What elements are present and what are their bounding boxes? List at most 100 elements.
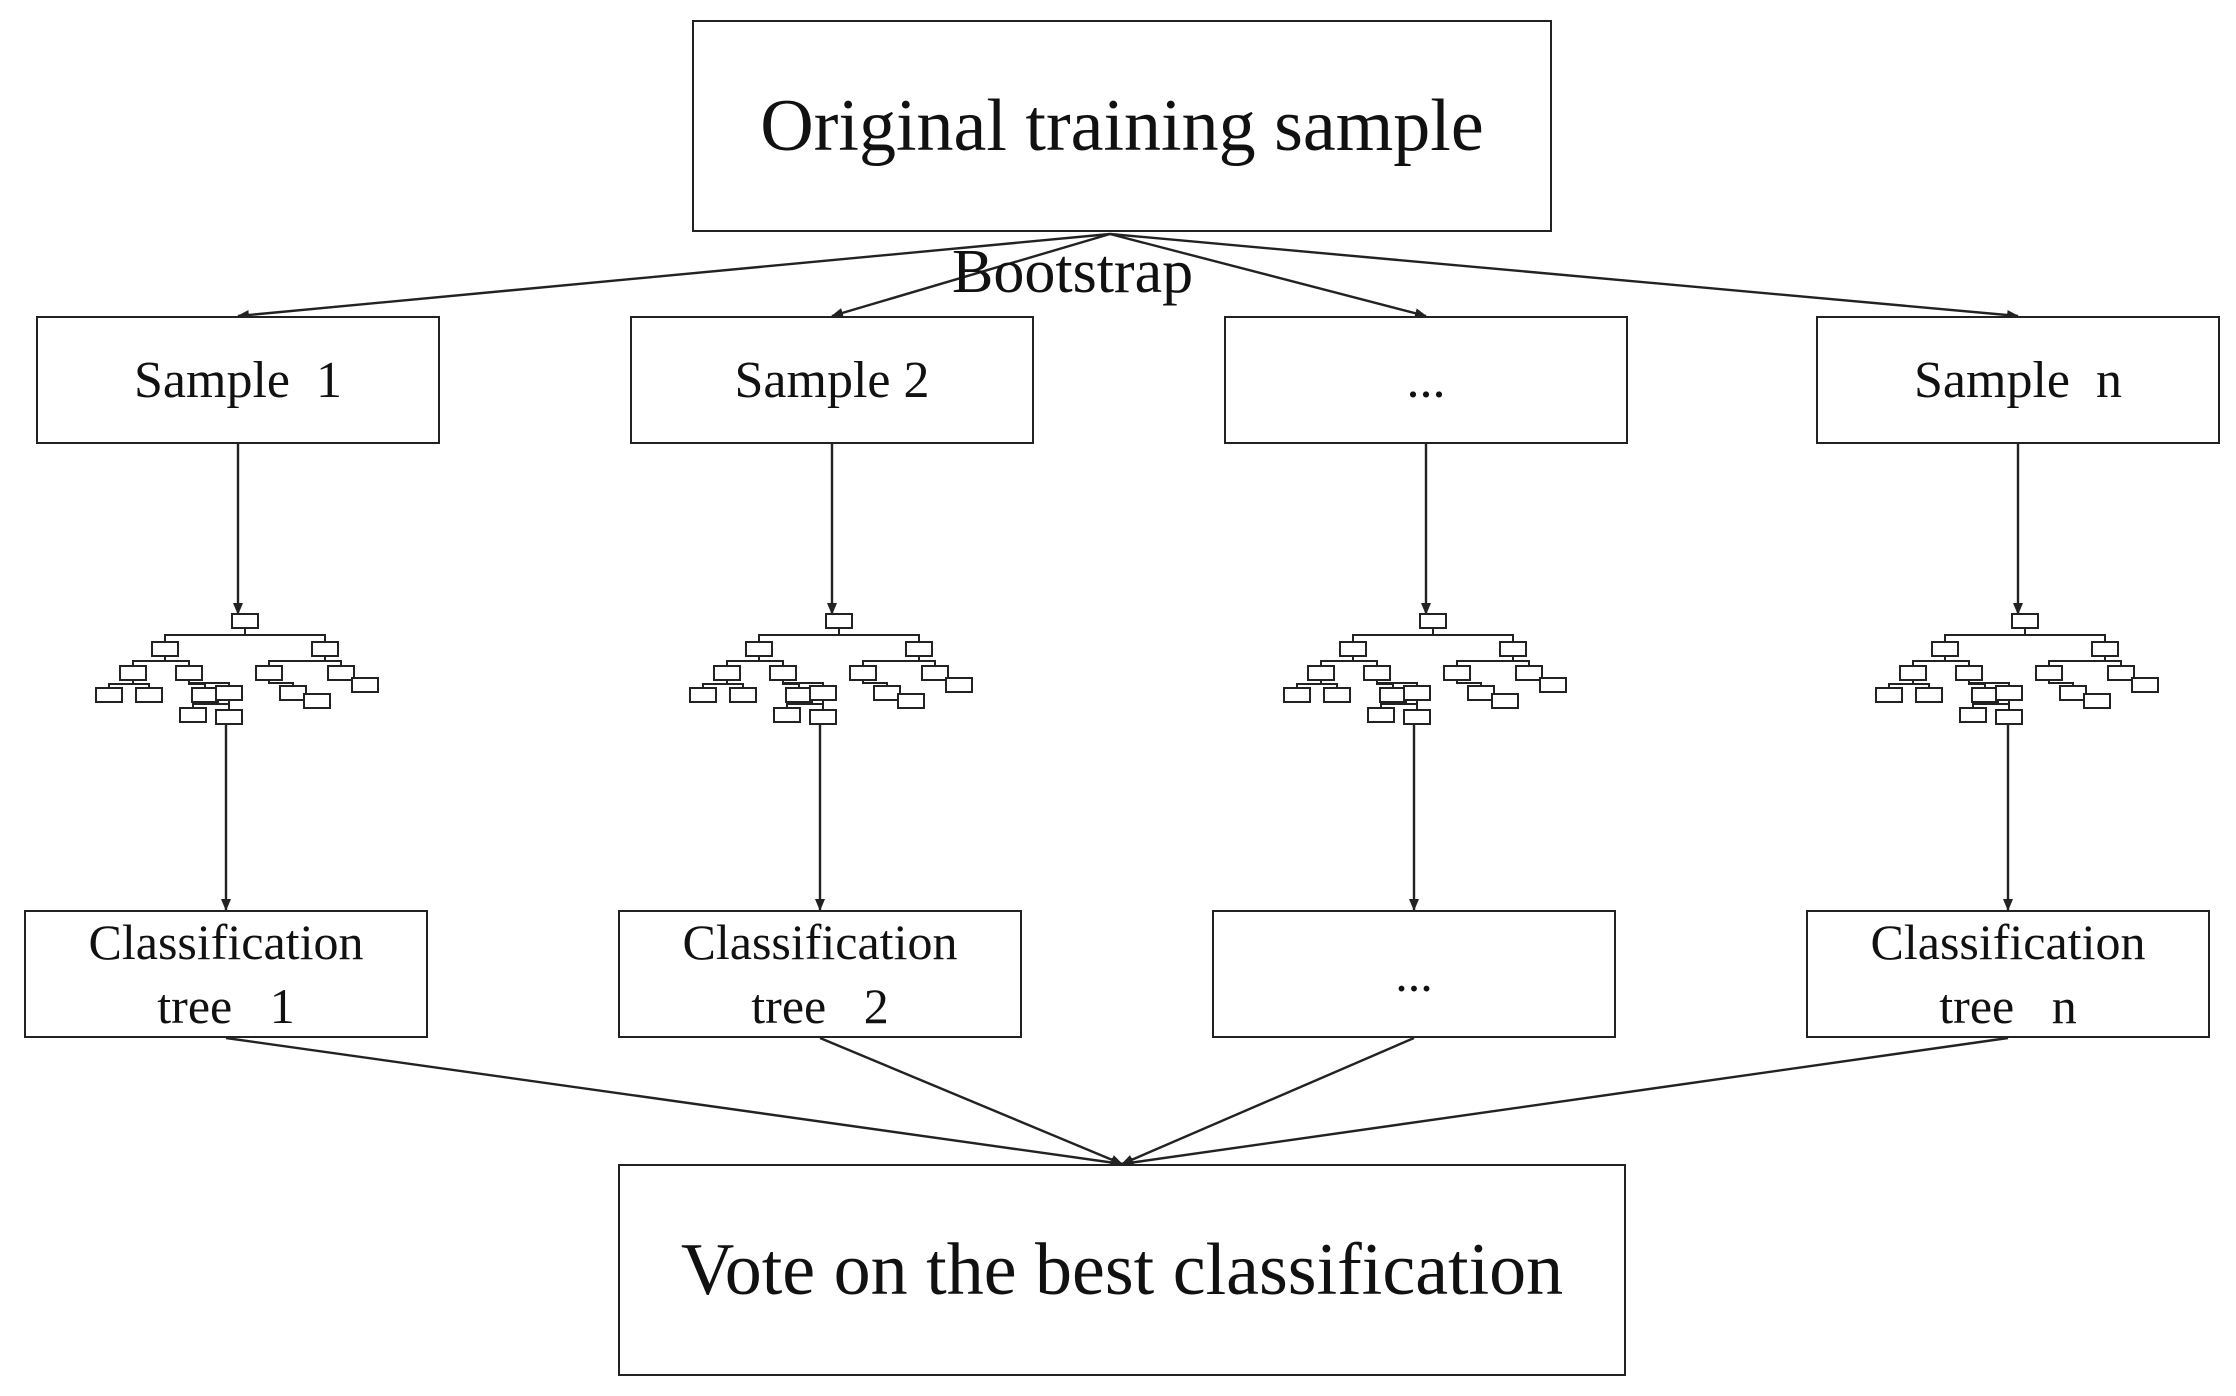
tree-branch: [726, 656, 760, 666]
tree-node: [2035, 665, 2063, 681]
vote-arrow-1: [225, 1036, 1123, 1168]
tree-node: [825, 613, 853, 629]
bootstrap-arrow-4: [1109, 232, 2019, 320]
tree-node: [873, 685, 901, 701]
tree-node: [1403, 709, 1431, 725]
tree-node: [1899, 665, 1927, 681]
tree-node: [1491, 693, 1519, 709]
tree-branch: [1320, 656, 1354, 666]
vote-arrow-2: [819, 1036, 1123, 1166]
tree-node: [689, 687, 717, 703]
sample-n-label: Sample n: [1914, 351, 2122, 409]
tree-node: [1363, 665, 1391, 681]
tree-node: [729, 687, 757, 703]
tree-node: [769, 665, 797, 681]
tree-branch: [268, 680, 294, 686]
tree-branch: [2048, 656, 2106, 666]
original-training-sample-label: Original training sample: [760, 84, 1484, 167]
tree-branch: [1912, 680, 1930, 688]
tree-node: [897, 693, 925, 709]
bootstrap-arrow-3: [1109, 232, 1427, 319]
tree-node: [1323, 687, 1351, 703]
classification-tree-n-line2: tree n: [1939, 978, 2077, 1034]
tree-node: [179, 707, 207, 723]
tree-branch: [862, 656, 920, 666]
tree-node: [1499, 641, 1527, 657]
tree-node: [2059, 685, 2087, 701]
tree-branch: [1296, 680, 1322, 688]
tree-branch: [1968, 680, 2010, 686]
tree-branch: [244, 628, 326, 642]
tree-branch: [1944, 656, 1970, 666]
tree-node: [1915, 687, 1943, 703]
tree-branch: [2024, 628, 2106, 642]
tree-node: [921, 665, 949, 681]
bootstrap-arrow-2: [831, 232, 1111, 318]
tree-branch: [1944, 628, 2026, 642]
tree-node: [905, 641, 933, 657]
classification-tree-1-line2: tree 1: [157, 978, 295, 1034]
tree-branch: [1352, 656, 1378, 666]
tree-branch: [758, 628, 840, 642]
tree-node: [1955, 665, 1983, 681]
decision-tree-icon-2: [689, 613, 973, 725]
tree-node: [945, 677, 973, 693]
bootstrap-label: Bootstrap: [952, 238, 1194, 306]
tree-node: [1339, 641, 1367, 657]
classification-tree-2-line2: tree 2: [751, 978, 889, 1034]
tree-node: [1367, 707, 1395, 723]
tree-branch: [1912, 656, 1946, 666]
tree-node: [1995, 685, 2023, 701]
sample-2-box: Sample 2: [630, 316, 1034, 444]
sample-ellipsis-label: ...: [1406, 351, 1446, 409]
vote-arrow-3: [1121, 1036, 1415, 1166]
tree-node: [215, 709, 243, 725]
tree-node: [2091, 641, 2119, 657]
classification-tree-n-line1: Classification: [1870, 914, 2146, 970]
tree-node: [2107, 665, 2135, 681]
tree-node: [1539, 677, 1567, 693]
tree-node: [809, 685, 837, 701]
classification-tree-ellipsis-box: ...: [1212, 910, 1616, 1038]
tree-node: [119, 665, 147, 681]
decision-tree-icon-4: [1875, 613, 2159, 725]
tree-node: [351, 677, 379, 693]
classification-tree-n-box: Classification tree n: [1806, 910, 2210, 1038]
tree-node: [745, 641, 773, 657]
classification-tree-1-box: Classification tree 1: [24, 910, 428, 1038]
tree-branch: [1456, 656, 1514, 666]
tree-node: [1283, 687, 1311, 703]
tree-branch: [1376, 680, 1418, 686]
tree-branch: [132, 656, 166, 666]
classification-tree-1-line1: Classification: [88, 914, 364, 970]
tree-node: [2011, 613, 2039, 629]
tree-node: [1971, 687, 1999, 703]
tree-branch: [1320, 680, 1338, 688]
tree-branch: [1352, 628, 1434, 642]
tree-node: [255, 665, 283, 681]
tree-node: [1443, 665, 1471, 681]
tree-node: [303, 693, 331, 709]
tree-node: [1467, 685, 1495, 701]
tree-node: [135, 687, 163, 703]
tree-branch: [782, 680, 824, 686]
tree-node: [1959, 707, 1987, 723]
sample-2-label: Sample 2: [734, 351, 930, 409]
tree-node: [785, 687, 813, 703]
sample-ellipsis-box: ...: [1224, 316, 1628, 444]
tree-node: [849, 665, 877, 681]
tree-branch: [1456, 680, 1482, 686]
tree-node: [95, 687, 123, 703]
vote-best-classification-label: Vote on the best classification: [680, 1228, 1564, 1311]
tree-node: [809, 709, 837, 725]
tree-branch: [324, 656, 342, 666]
tree-node: [1515, 665, 1543, 681]
tree-node: [215, 685, 243, 701]
tree-branch: [758, 656, 784, 666]
tree-branch: [918, 656, 936, 666]
tree-node: [175, 665, 203, 681]
tree-node: [2131, 677, 2159, 693]
tree-branch: [188, 680, 230, 686]
